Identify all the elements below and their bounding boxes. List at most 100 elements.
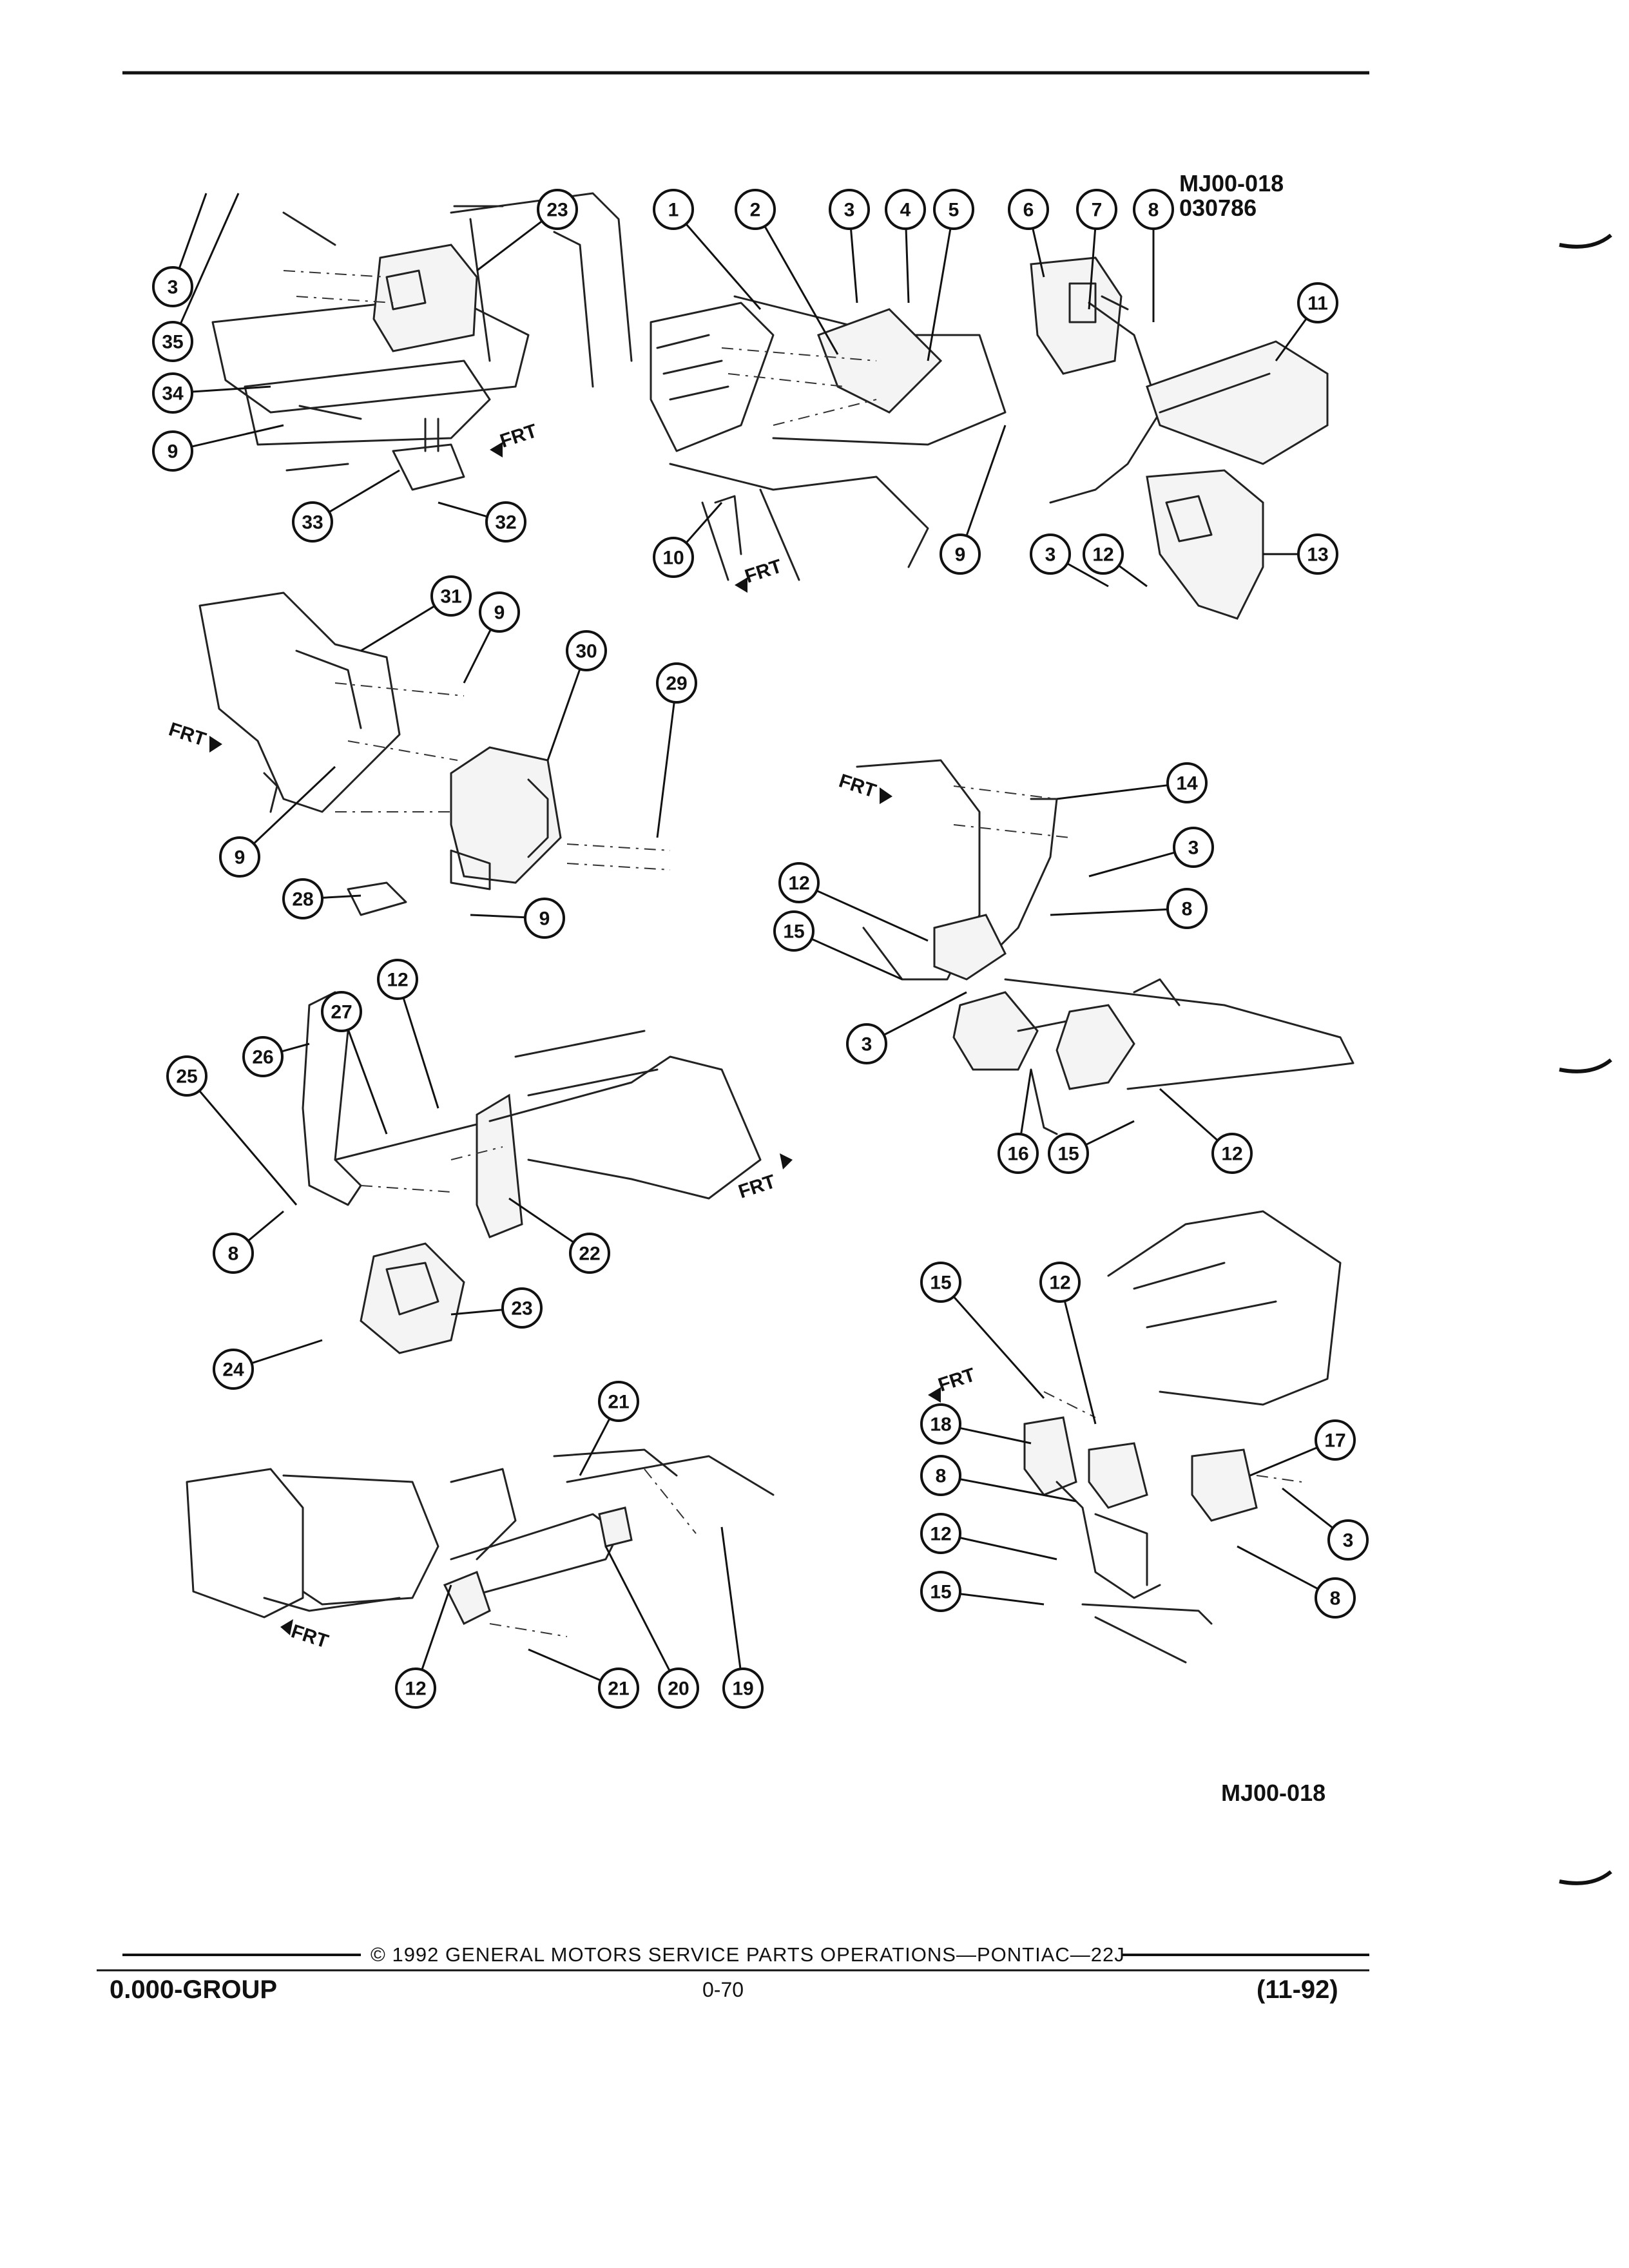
callout-3: 3 [829, 189, 870, 303]
callout-circle [1076, 189, 1117, 230]
callout-circle [653, 537, 694, 578]
scan-mark-1 [1559, 233, 1612, 249]
callout-number: 12 [1221, 1144, 1242, 1165]
callout-number: 21 [608, 1392, 629, 1413]
callout-number: 22 [579, 1244, 600, 1265]
callout-circle [846, 1023, 887, 1064]
callout-35: 35 [152, 193, 240, 362]
callout-number: 6 [1023, 200, 1034, 221]
callout-16: 16 [998, 1069, 1039, 1174]
callout-leader [764, 226, 839, 355]
callout-number: 33 [302, 512, 323, 533]
callout-number: 19 [732, 1678, 753, 1700]
callout-21: 21 [579, 1381, 639, 1476]
callout-circle [1048, 1133, 1089, 1174]
callout-number: 9 [168, 441, 178, 463]
callout-leader [1159, 1088, 1219, 1142]
footer-rule-credit-left [122, 1954, 361, 1956]
callout-29: 29 [656, 662, 697, 838]
callout-circle [920, 1403, 961, 1445]
callout-leader [281, 1043, 310, 1053]
callout-circle [735, 189, 776, 230]
callout-leader [179, 193, 240, 325]
callout-4: 4 [885, 189, 926, 303]
callout-circle [501, 1287, 543, 1329]
callout-number: 17 [1324, 1430, 1345, 1452]
callout-leader [1275, 318, 1307, 361]
callout-12: 12 [778, 862, 929, 942]
callout-circle [1039, 1262, 1081, 1303]
callout-9: 9 [152, 424, 284, 472]
callout-circle [1211, 1133, 1253, 1174]
callout-11: 11 [1275, 282, 1338, 361]
callout-circle [1030, 533, 1071, 575]
callout-circle [213, 1233, 254, 1274]
callout-leader [450, 1309, 503, 1316]
callout-circle [1315, 1577, 1356, 1619]
callout-circle [1315, 1419, 1356, 1461]
callout-circle [920, 1513, 961, 1554]
callout-3: 3 [152, 193, 207, 307]
callout-leader [191, 385, 271, 393]
callout-circle [166, 1055, 207, 1097]
callout-number: 9 [955, 544, 966, 566]
frt-arrow-c [209, 736, 222, 753]
callout-circle [1166, 888, 1208, 929]
callout-leader [476, 220, 543, 272]
callout-leader [253, 765, 336, 845]
callout-leader [1085, 1120, 1135, 1146]
callout-circle [321, 991, 362, 1032]
callout-23: 23 [476, 189, 578, 272]
callout-leader [198, 1090, 298, 1206]
callout-number: 1 [668, 200, 679, 221]
callout-number: 12 [1049, 1273, 1070, 1294]
callout-number: 32 [495, 512, 516, 533]
callout-leader [685, 502, 723, 544]
callout-leader [508, 1197, 575, 1244]
callout-circle [152, 266, 193, 307]
callout-number: 29 [666, 673, 687, 695]
callout-leader [1066, 562, 1109, 588]
footer-credit: © 1992 GENERAL MOTORS SERVICE PARTS OPER… [371, 1943, 1125, 1966]
callout-number: 28 [292, 889, 313, 910]
callout-circle [524, 898, 565, 939]
callout-3: 3 [846, 991, 967, 1064]
panel-g-illustration [1023, 1210, 1342, 1664]
callout-number: 18 [930, 1414, 951, 1436]
callout-leader [1063, 1300, 1097, 1425]
callout-leader [720, 1526, 742, 1669]
callout-circle [920, 1455, 961, 1496]
callout-2: 2 [735, 189, 839, 355]
panel-f-illustration [186, 1448, 775, 1637]
callout-circle [152, 321, 193, 362]
callout-12: 12 [1039, 1262, 1097, 1425]
callout-number: 15 [930, 1582, 951, 1603]
callout-15: 15 [1048, 1120, 1135, 1174]
callout-15: 15 [920, 1571, 1045, 1612]
callout-circle [479, 591, 520, 633]
callout-12: 12 [1083, 533, 1148, 588]
scan-mark-2 [1559, 1058, 1612, 1073]
frt-label-f: FRT [289, 1620, 331, 1652]
footer-date: (11-92) [1257, 1975, 1338, 2004]
callout-circle [377, 959, 418, 1000]
callout-number: 24 [222, 1360, 244, 1381]
callout-number: 34 [162, 383, 184, 405]
panel-e-illustration [302, 991, 762, 1354]
callout-28: 28 [282, 878, 361, 919]
callout-leader [463, 629, 492, 684]
callout-number: 35 [162, 332, 183, 353]
callout-9: 9 [470, 898, 565, 939]
callout-circle [1327, 1519, 1369, 1561]
callout-leader [402, 997, 439, 1109]
callout-12: 12 [1159, 1088, 1253, 1174]
callout-leader [360, 605, 436, 652]
callout-circle [885, 189, 926, 230]
callout-circle [653, 189, 694, 230]
callout-leader [959, 1537, 1057, 1561]
callout-leader [959, 1427, 1032, 1445]
frt-arrow-g [928, 1387, 941, 1403]
callout-circle [430, 575, 472, 617]
callout-leader [965, 425, 1007, 537]
